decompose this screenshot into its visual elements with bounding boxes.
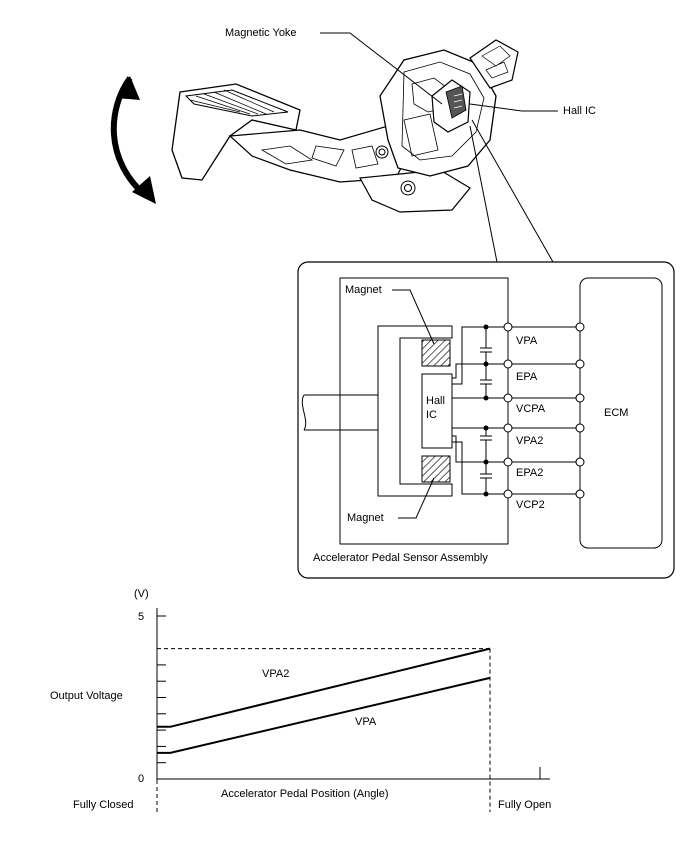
sensor-assembly-box <box>339 277 509 545</box>
magnet-bottom-leader <box>398 477 435 519</box>
y-axis-label: Output Voltage <box>50 690 123 702</box>
callout-line-right <box>471 119 554 263</box>
magnet-top-label: Magnet <box>345 284 382 296</box>
terminal-label-vcp2: VCP2 <box>516 499 545 511</box>
ecm-label: ECM <box>604 407 628 419</box>
series-line-vpa2 <box>157 647 491 728</box>
assembly-label: Accelerator Pedal Sensor Assembly <box>313 552 488 564</box>
hall-ic-text-line1: Hall <box>426 395 445 407</box>
y-tick-label-0: 0 <box>138 773 144 785</box>
y-axis-ticks <box>157 615 166 764</box>
callout-line-left <box>469 125 498 263</box>
terminal-label-vcpa: VCPA <box>516 403 546 415</box>
ecm-box <box>579 277 663 549</box>
pedal-shaft <box>301 394 378 431</box>
hall-ic-text-line2: IC <box>426 409 437 421</box>
magnetic-yoke-shape <box>377 325 453 497</box>
series-label-vpa: VPA <box>355 716 377 728</box>
series-label-vpa2: VPA2 <box>262 668 289 680</box>
voltage-chart: (V) 5 0 Output Voltage Accelerator Pedal… <box>50 588 551 812</box>
magnet-top-leader <box>392 289 435 345</box>
magnetic-yoke-label: Magnetic Yoke <box>225 27 297 39</box>
ecm-wiring <box>512 326 576 495</box>
pedal-illustration <box>171 39 519 213</box>
terminal-label-epa: EPA <box>516 371 538 383</box>
y-unit-label: (V) <box>134 588 149 600</box>
terminal-label-vpa2: VPA2 <box>516 435 543 447</box>
series-line-vpa <box>157 676 491 754</box>
hall-ic-element <box>421 373 453 449</box>
hall-ic-label: Hall IC <box>563 105 596 117</box>
terminal-label-epa2: EPA2 <box>516 467 543 479</box>
magnet-bottom-label: Magnet <box>347 512 384 524</box>
x-axis-label: Accelerator Pedal Position (Angle) <box>221 788 389 800</box>
fully-open-label: Fully Open <box>498 799 551 811</box>
magnet-top <box>421 339 451 367</box>
fully-closed-label: Fully Closed <box>73 799 134 811</box>
terminal-label-vpa: VPA <box>516 335 538 347</box>
magnetic-yoke-leader <box>320 32 443 105</box>
magnet-bottom <box>421 455 451 483</box>
y-tick-label-5: 5 <box>138 611 144 623</box>
hall-ic-leader <box>469 103 558 112</box>
ecm-pins <box>575 322 585 499</box>
junction-dots <box>483 324 489 497</box>
pedal-motion-arrow-icon <box>110 76 156 204</box>
